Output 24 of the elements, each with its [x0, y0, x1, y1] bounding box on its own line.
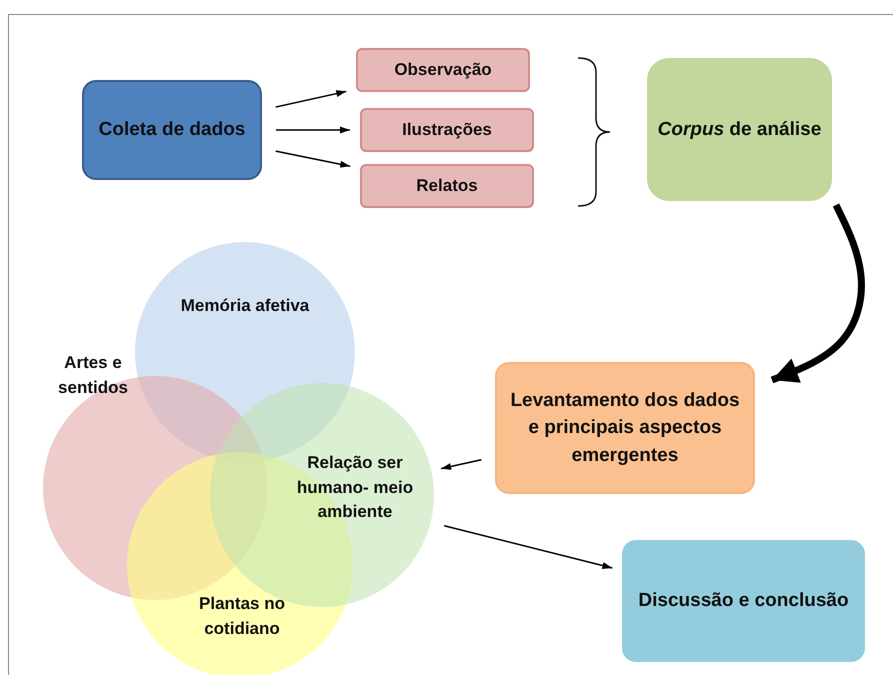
- process-box: [82, 80, 262, 180]
- node-text: Relatos: [416, 174, 478, 197]
- node-text: Corpus de análise: [658, 118, 822, 142]
- node-text: Levantamento dos dados e principais aspectos emergentes: [509, 388, 741, 468]
- arrow: [444, 525, 612, 569]
- node-text: Discussão e conclusão: [638, 589, 849, 614]
- node-text: Ilustrações: [402, 118, 492, 141]
- node-text: Memória afetiva: [180, 295, 310, 317]
- node-text: Artes e sentidos: [57, 352, 129, 399]
- process-box: [360, 108, 534, 152]
- arrow: [770, 203, 865, 384]
- process-box: [360, 164, 534, 208]
- arrow: [276, 90, 346, 108]
- node-text: Coleta de dados: [98, 118, 246, 142]
- arrow: [276, 126, 350, 134]
- process-box: [647, 58, 832, 201]
- process-box: [356, 48, 530, 92]
- process-box: [495, 362, 755, 494]
- arrow: [440, 459, 482, 470]
- arrow: [276, 150, 350, 168]
- node-text: Plantas no cotidiano: [198, 593, 286, 640]
- node-text: Observação: [394, 58, 492, 81]
- node-text: Relação ser humano- meio ambiente: [296, 452, 414, 524]
- process-box: [622, 540, 865, 662]
